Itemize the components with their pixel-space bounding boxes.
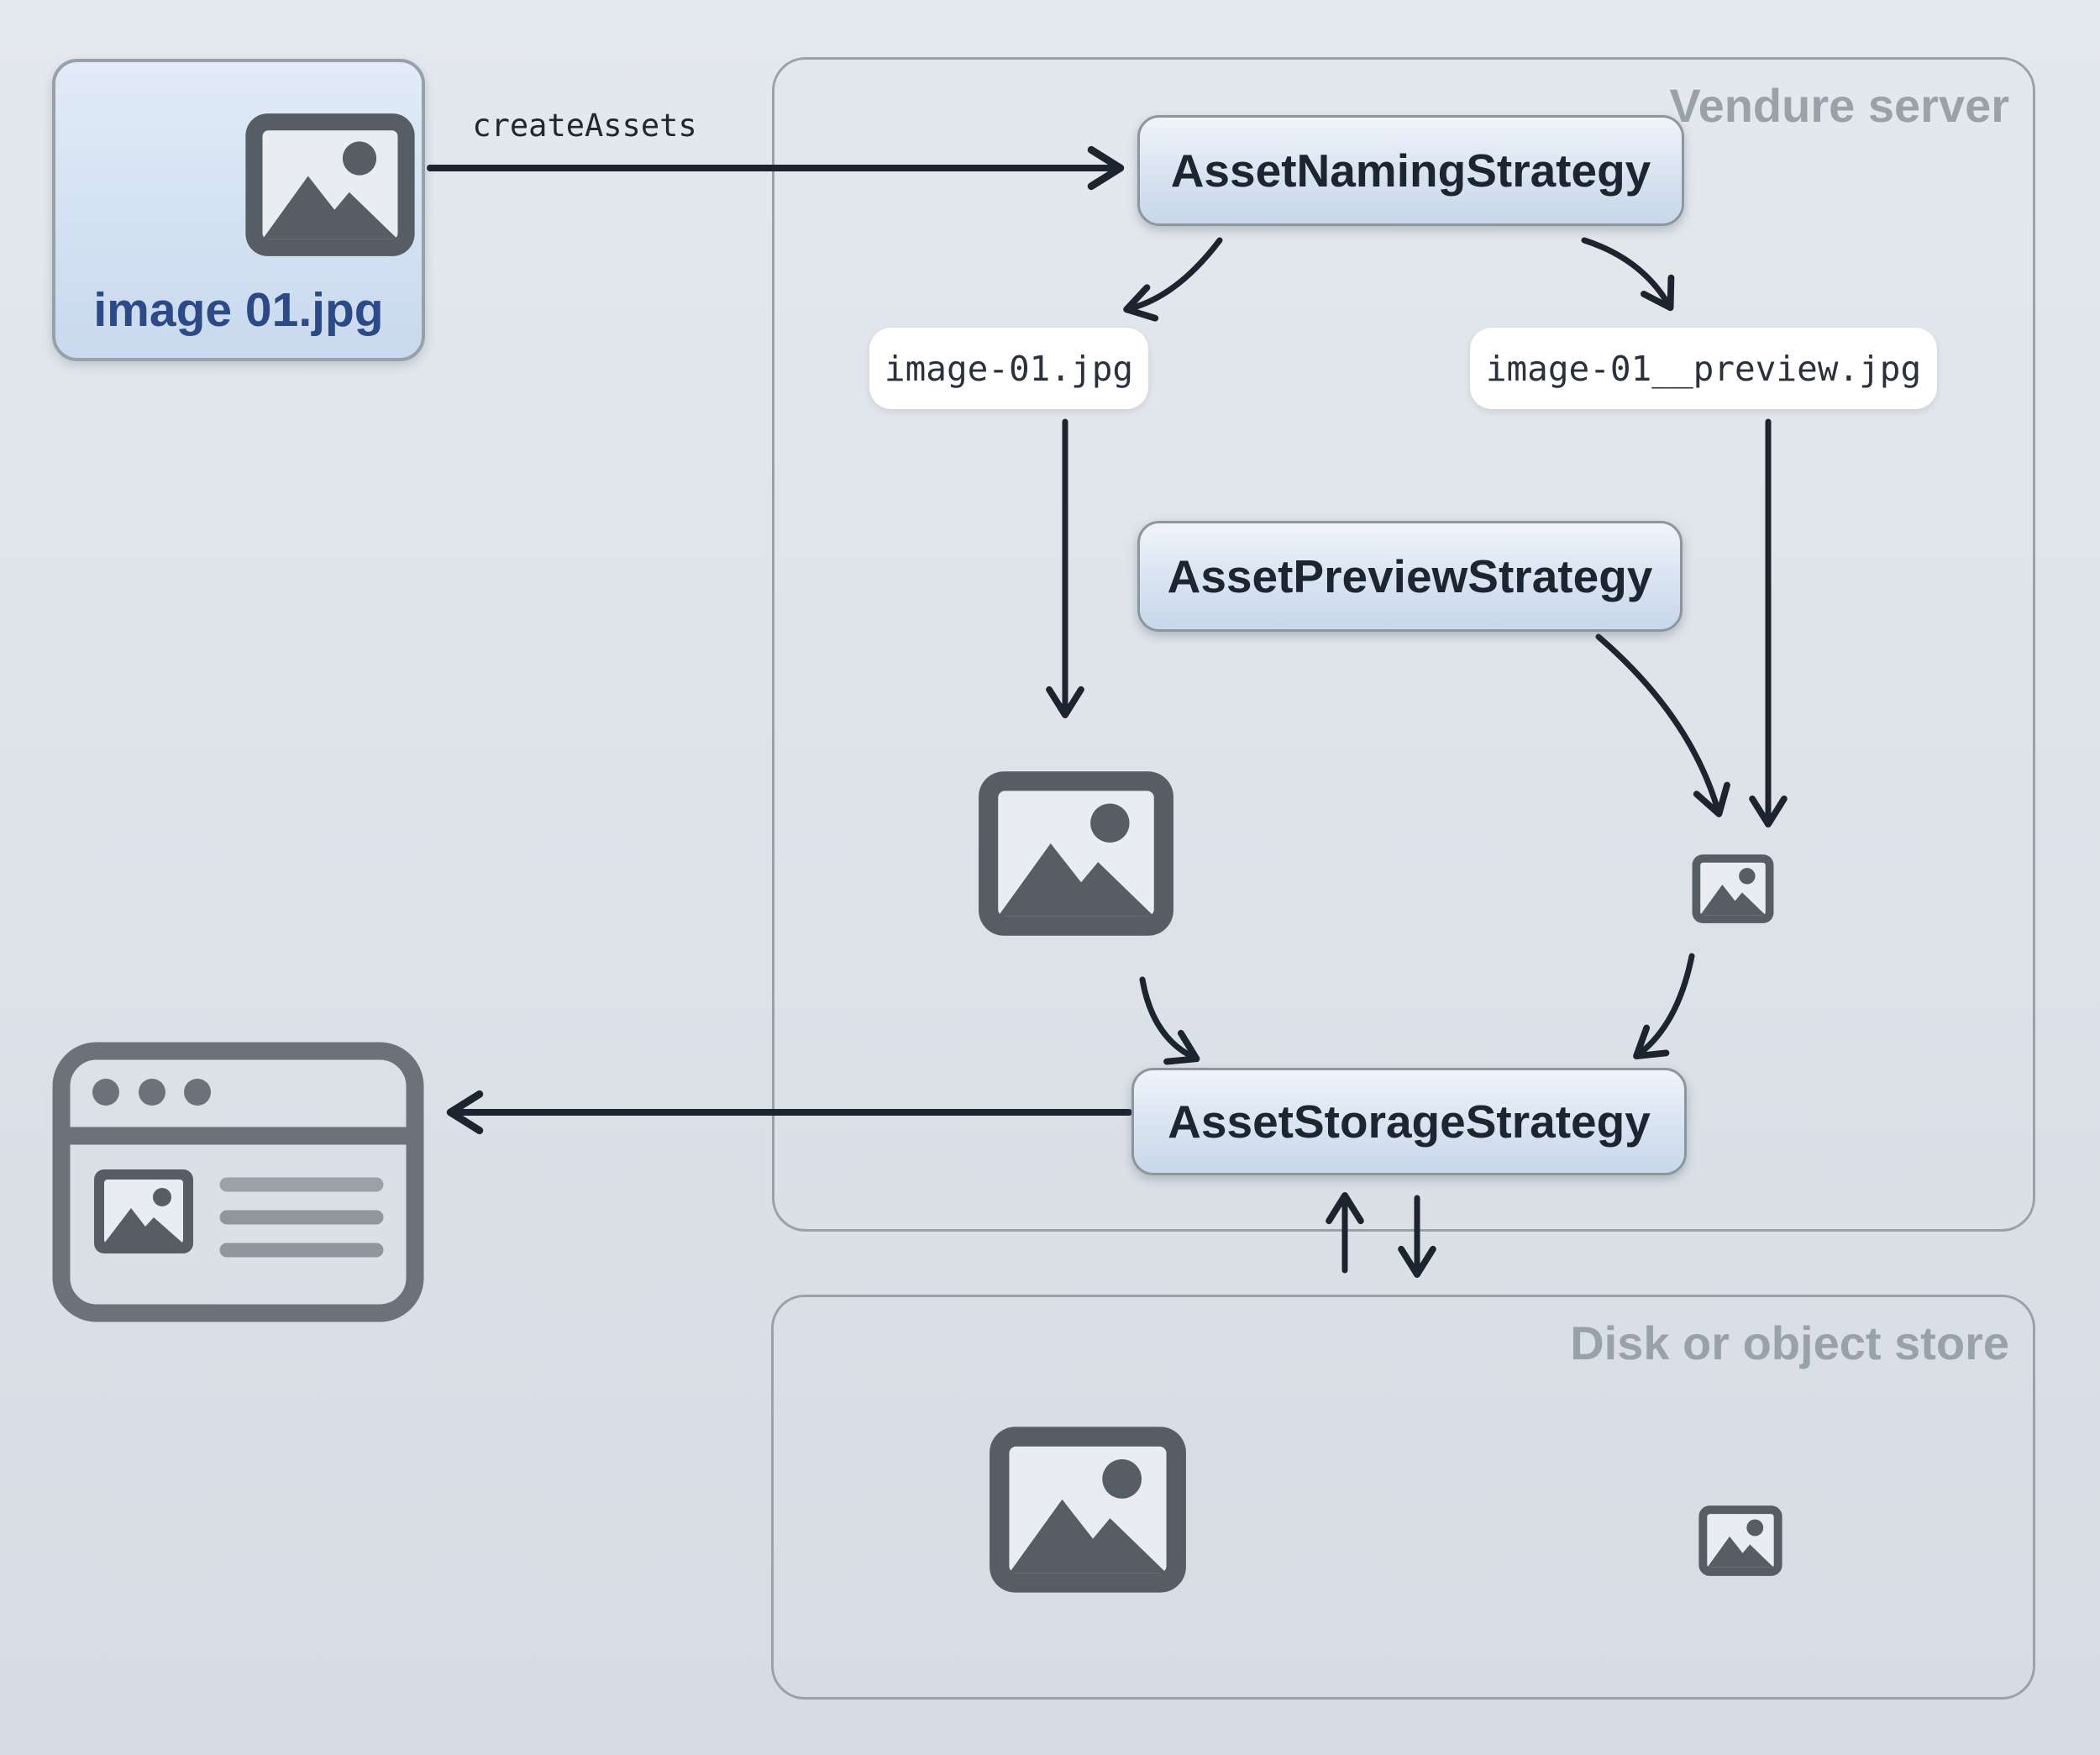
node-asset-preview-strategy-label: AssetPreviewStrategy — [1167, 550, 1653, 602]
browser-window-icon — [52, 1042, 424, 1322]
chip-preview-filename: image-01__preview.jpg — [1470, 328, 1937, 409]
small-image-icon-disk — [1697, 1504, 1784, 1578]
create-assets-label: createAssets — [472, 108, 697, 144]
large-image-icon-disk — [985, 1422, 1190, 1597]
node-asset-naming-strategy: AssetNamingStrategy — [1137, 115, 1684, 226]
node-asset-preview-strategy: AssetPreviewStrategy — [1137, 521, 1683, 632]
disk-store-title: Disk or object store — [1570, 1316, 2009, 1369]
image-icon — [149, 86, 325, 237]
node-asset-storage-strategy: AssetStorageStrategy — [1131, 1068, 1687, 1175]
vendure-server-group: Vendure server — [772, 57, 2035, 1232]
chip-preview-filename-text: image-01__preview.jpg — [1485, 348, 1922, 389]
large-image-icon-server — [974, 767, 1178, 940]
disk-store-group: Disk or object store — [771, 1295, 2035, 1700]
uploaded-file-name: image 01.jpg — [93, 283, 384, 337]
chip-source-filename-text: image-01.jpg — [884, 348, 1134, 389]
chip-source-filename: image-01.jpg — [869, 328, 1148, 409]
node-asset-naming-strategy-label: AssetNamingStrategy — [1170, 144, 1651, 197]
uploaded-file-node: image 01.jpg — [52, 59, 425, 361]
vendure-server-title: Vendure server — [1669, 79, 2009, 132]
node-asset-storage-strategy-label: AssetStorageStrategy — [1168, 1096, 1651, 1148]
small-image-icon-server — [1690, 853, 1776, 925]
